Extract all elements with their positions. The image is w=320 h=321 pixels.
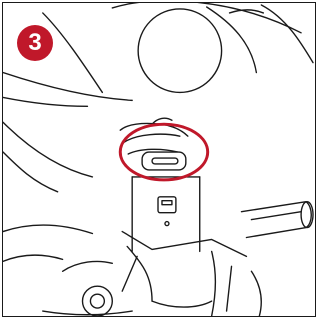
instruction-panel: 3 [2,2,316,317]
buckle-slot [142,152,186,170]
step-number-badge: 3 [17,25,53,61]
wheel-hub [138,9,221,92]
